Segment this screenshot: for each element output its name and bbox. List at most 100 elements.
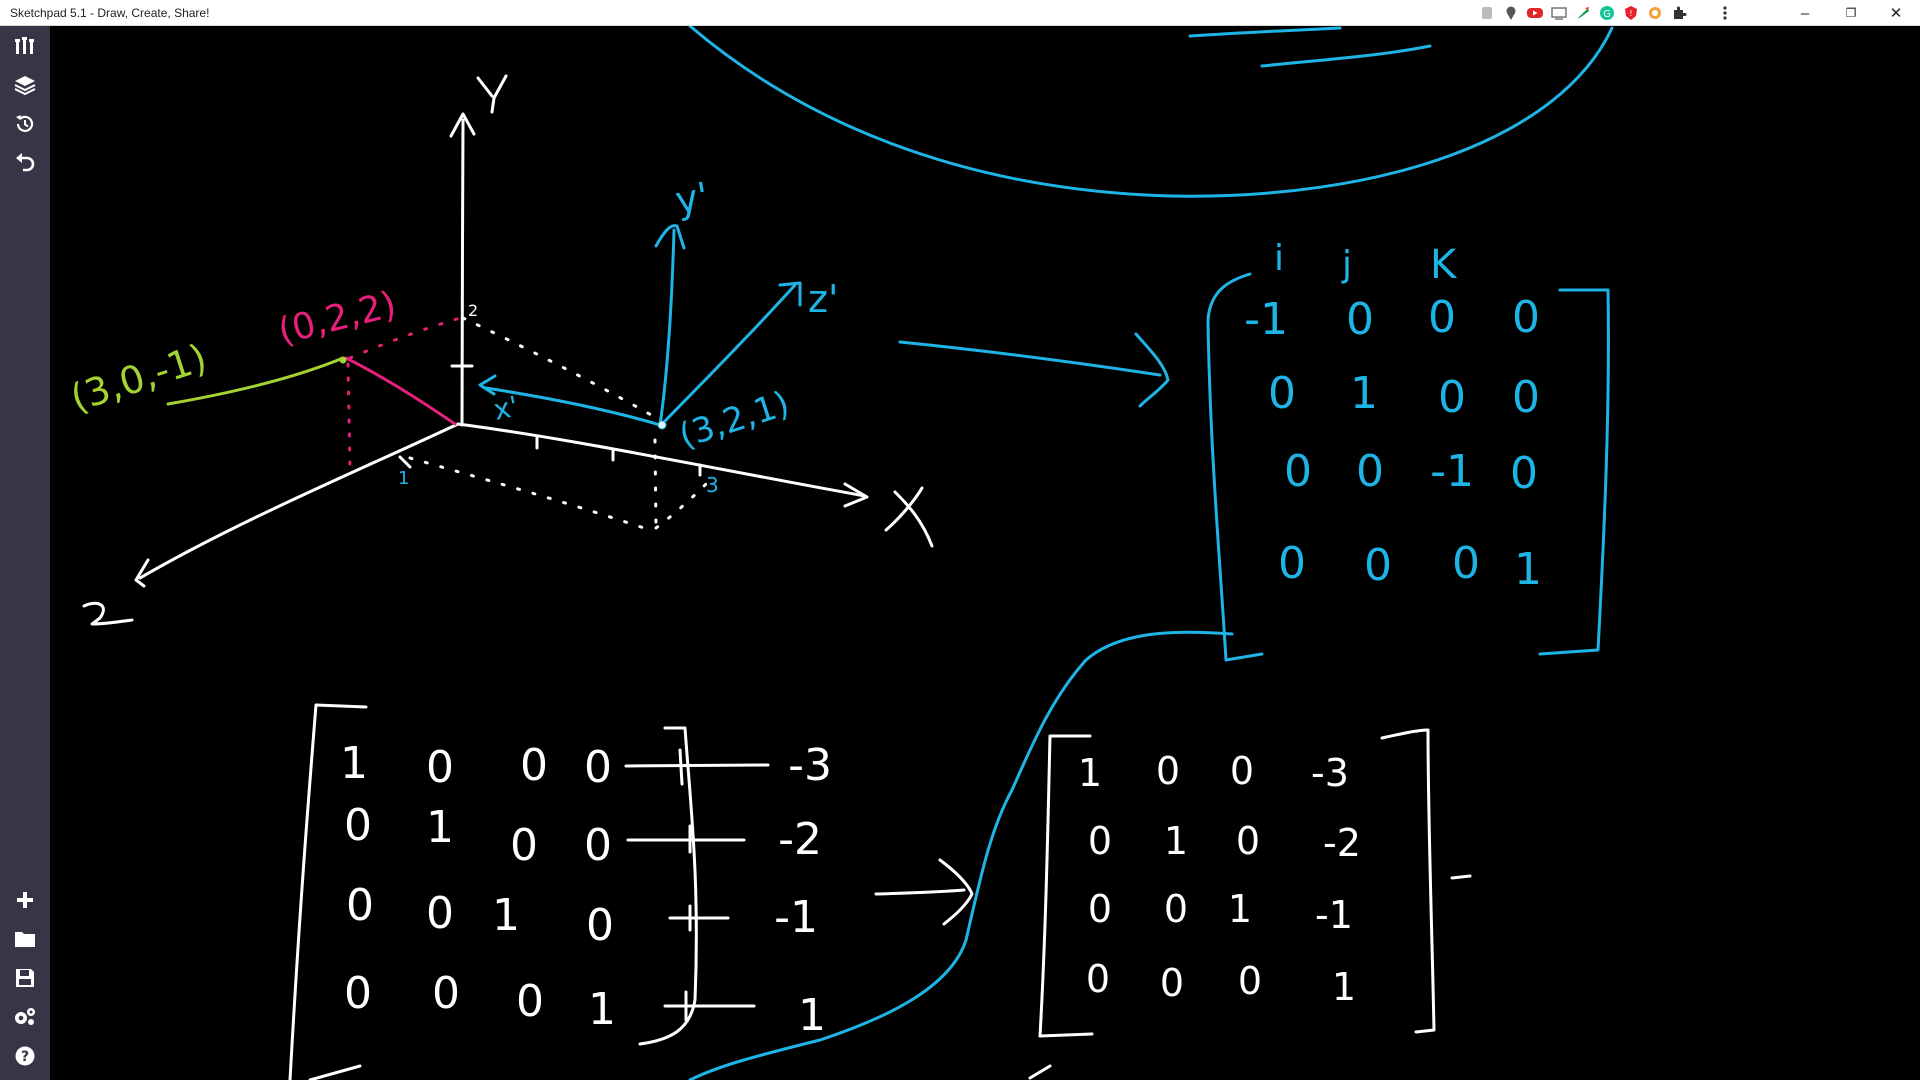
tr-right-bracket <box>1538 288 1610 656</box>
matrix-tr-r2c1: 0 <box>1356 446 1384 497</box>
matrix-tr-r2c3: 0 <box>1510 448 1538 499</box>
matrix-tr-r1c2: 0 <box>1438 372 1466 423</box>
minimize-button[interactable]: – <box>1800 4 1810 22</box>
matrix-bl-r3c0: 0 <box>344 968 372 1019</box>
brush-tools-icon[interactable] <box>11 33 39 61</box>
axis-y-letter <box>476 74 508 114</box>
matrix-br-r1c3: -2 <box>1323 821 1361 865</box>
grammar-icon[interactable]: G <box>1598 5 1615 22</box>
matrix-bl-r1c0: 0 <box>344 800 372 851</box>
lime-point <box>339 356 347 364</box>
bl-right-bracket <box>638 726 698 1046</box>
video-icon[interactable] <box>1526 5 1543 22</box>
x-prime-arrowhead <box>478 374 497 396</box>
matrix-br-r2c0: 0 <box>1088 887 1112 931</box>
matrix-tr-r0c3: 0 <box>1512 292 1540 343</box>
save-icon[interactable] <box>11 964 39 992</box>
matrix-tr-r1c1: 1 <box>1350 368 1378 419</box>
br-left-bracket <box>1038 734 1094 1038</box>
matrix-br-r3c1: 0 <box>1160 961 1184 1005</box>
history-icon[interactable] <box>11 110 39 138</box>
z-prime-axis <box>662 283 797 424</box>
matrix-br-r3c0: 0 <box>1086 957 1110 1001</box>
basis-label-j: j <box>1341 244 1352 285</box>
cyan-connector <box>688 630 1234 1080</box>
help-icon[interactable]: ? <box>11 1042 39 1070</box>
label-x-prime: x' <box>491 390 522 427</box>
undo-icon[interactable] <box>11 148 39 176</box>
restore-button[interactable]: ❐ <box>1845 6 1857 20</box>
label-point-lime: (3,0,-1) <box>65 335 212 420</box>
matrix-bottom-right-brackets <box>1028 728 1472 1080</box>
y-prime-arrowhead <box>654 224 686 250</box>
matrix-tr-r0c2: 0 <box>1428 292 1456 343</box>
layers-icon[interactable] <box>11 71 39 99</box>
puzzle-icon[interactable] <box>1670 5 1687 22</box>
y-axis <box>460 118 465 427</box>
br-trailing-dash <box>1450 874 1472 880</box>
x-prime-axis <box>484 386 662 427</box>
lime-pointer-line <box>166 356 345 406</box>
matrix-tr-r0c1: 0 <box>1346 294 1374 345</box>
matrix-br-r1c0: 0 <box>1088 819 1112 863</box>
svg-text:G: G <box>1603 9 1611 20</box>
close-button[interactable]: ✕ <box>1889 5 1903 22</box>
add-icon[interactable] <box>11 886 39 914</box>
window-titlebar: Sketchpad 5.1 - Draw, Create, Share! G !… <box>0 0 1920 26</box>
cyan-arc-line-2 <box>1260 44 1432 68</box>
canvas-svg: 2 1 3 (0,2,2) (3,0,-1) (3,2,1) y' z' x' … <box>65 26 1614 1080</box>
screen-icon[interactable] <box>1550 5 1567 22</box>
extension-toolbar: G ! <box>1478 3 1733 23</box>
matrix-br-r0c1: 0 <box>1156 749 1180 793</box>
matrix-br-r1c2: 0 <box>1236 819 1260 863</box>
y-arrowhead <box>449 112 476 138</box>
matrix-br-r0c0: 1 <box>1078 751 1102 795</box>
matrix-bl-r0c1: 0 <box>426 742 454 793</box>
basis-label-k: K <box>1430 242 1458 288</box>
matrix-top-right-brackets <box>1206 272 1610 662</box>
matrix-tr-r0c0: -1 <box>1244 294 1288 345</box>
folder-icon[interactable] <box>11 925 39 953</box>
matrix-bl-r3c2: 0 <box>516 976 544 1027</box>
feather-icon[interactable] <box>1574 5 1591 22</box>
cyan-arrow-to-matrix <box>898 340 1162 377</box>
matrix-top-right: -1 0 0 0 0 1 0 0 0 0 -1 0 0 0 0 1 <box>1244 292 1542 595</box>
drawing-canvas[interactable]: 2 1 3 (0,2,2) (3,0,-1) (3,2,1) y' z' x' … <box>50 26 1920 1080</box>
label-y-prime: y' <box>672 174 712 223</box>
shield-icon[interactable]: ! <box>1622 5 1639 22</box>
matrix-br-r0c3: -3 <box>1311 751 1349 795</box>
label-point-magenta: (0,2,2) <box>274 284 400 353</box>
location-pin-icon[interactable] <box>1502 5 1519 22</box>
matrix-tr-r3c0: 0 <box>1278 538 1306 589</box>
white-arrow-head <box>938 858 974 926</box>
more-vert-icon[interactable] <box>1716 5 1733 22</box>
svg-text:?: ? <box>21 1049 29 1065</box>
tick-z <box>398 455 412 469</box>
magenta-stroke-group <box>344 316 462 470</box>
dotted-guides <box>408 316 714 532</box>
translation-r0: -3 <box>788 740 832 791</box>
axis-letters <box>82 74 934 626</box>
matrix-tr-r2c2: -1 <box>1430 446 1474 497</box>
badge-icon[interactable] <box>1646 5 1663 22</box>
matrix-bl-r1c3: 0 <box>584 820 612 871</box>
cyan-point <box>657 420 667 430</box>
matrix-bl-r3c3: 1 <box>588 984 616 1035</box>
bl-bottom-stub <box>308 1064 362 1080</box>
matrix-bl-r0c3: 0 <box>584 742 612 793</box>
y-prime-axis <box>658 228 676 427</box>
settings-icon[interactable] <box>11 1003 39 1031</box>
document-icon[interactable] <box>1478 5 1495 22</box>
tr-left-bracket <box>1206 272 1264 662</box>
matrix-br-r2c3: -1 <box>1315 893 1353 937</box>
bl-left-bracket <box>288 703 368 1080</box>
cyan-arc-stroke <box>688 26 1614 198</box>
tick-label-2: 2 <box>468 301 478 320</box>
translation-r2: -1 <box>774 892 818 943</box>
matrix-bottom-left: 1 0 0 0 0 1 0 0 0 0 1 0 0 0 0 1 <box>340 738 616 1035</box>
basis-label-i: i <box>1274 238 1284 279</box>
matrix-bl-r2c1: 0 <box>426 888 454 939</box>
z-axis <box>138 422 460 580</box>
tick-label-1: 1 <box>398 468 409 489</box>
matrix-br-r3c3: 1 <box>1332 965 1356 1009</box>
